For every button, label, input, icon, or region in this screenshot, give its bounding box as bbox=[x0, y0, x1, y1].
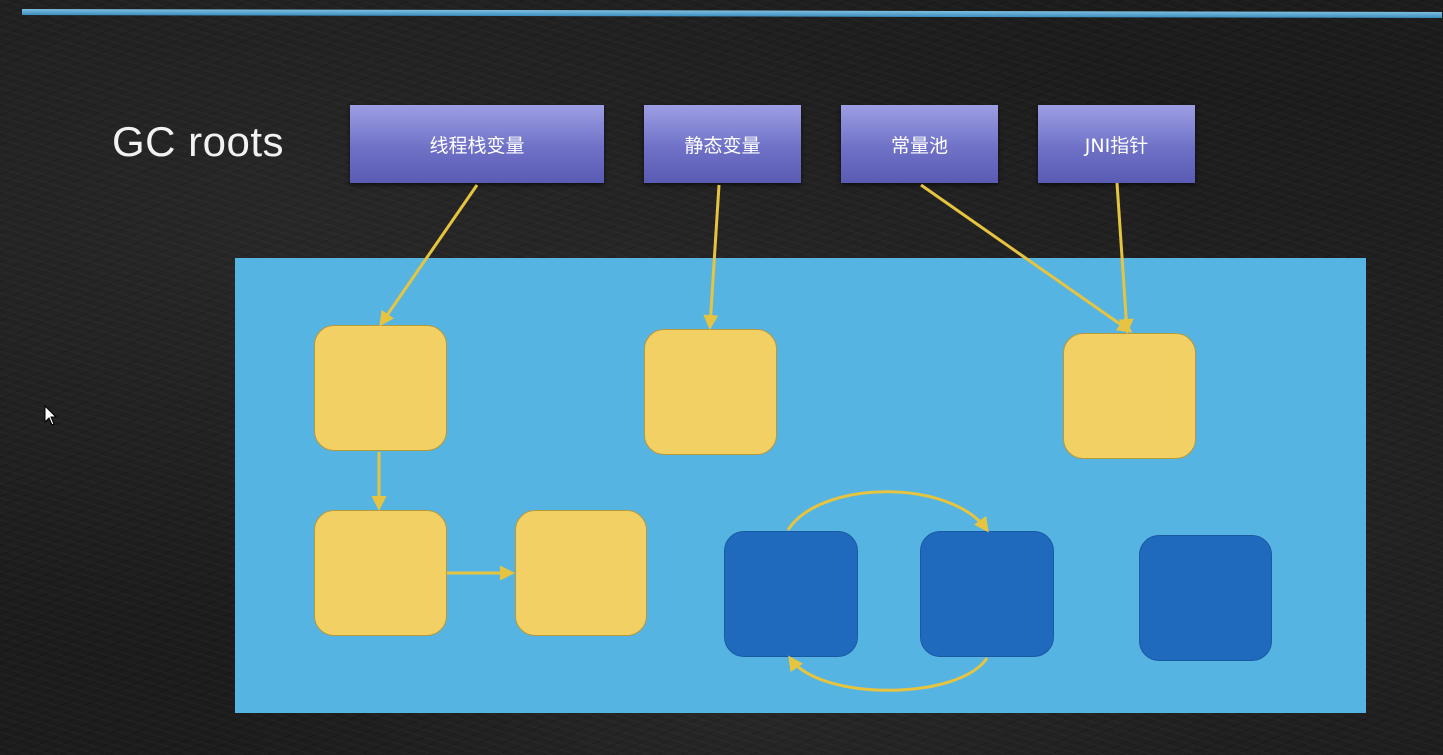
root-static: 静态变量 bbox=[644, 105, 801, 183]
object-reachable-4 bbox=[314, 510, 447, 636]
mouse-pointer-icon bbox=[44, 405, 58, 426]
object-unreachable-2 bbox=[920, 531, 1054, 657]
root-jni: JNI指针 bbox=[1038, 105, 1195, 183]
object-reachable-3 bbox=[1063, 333, 1196, 459]
object-unreachable-1 bbox=[724, 531, 858, 657]
root-thread-stack: 线程栈变量 bbox=[350, 105, 604, 183]
object-reachable-2 bbox=[644, 329, 777, 455]
gc-roots-title: GC roots bbox=[112, 118, 285, 165]
root-constant-pool: 常量池 bbox=[841, 105, 998, 183]
object-unreachable-3 bbox=[1139, 535, 1272, 661]
object-reachable-1 bbox=[314, 325, 447, 451]
object-reachable-5 bbox=[515, 510, 647, 636]
